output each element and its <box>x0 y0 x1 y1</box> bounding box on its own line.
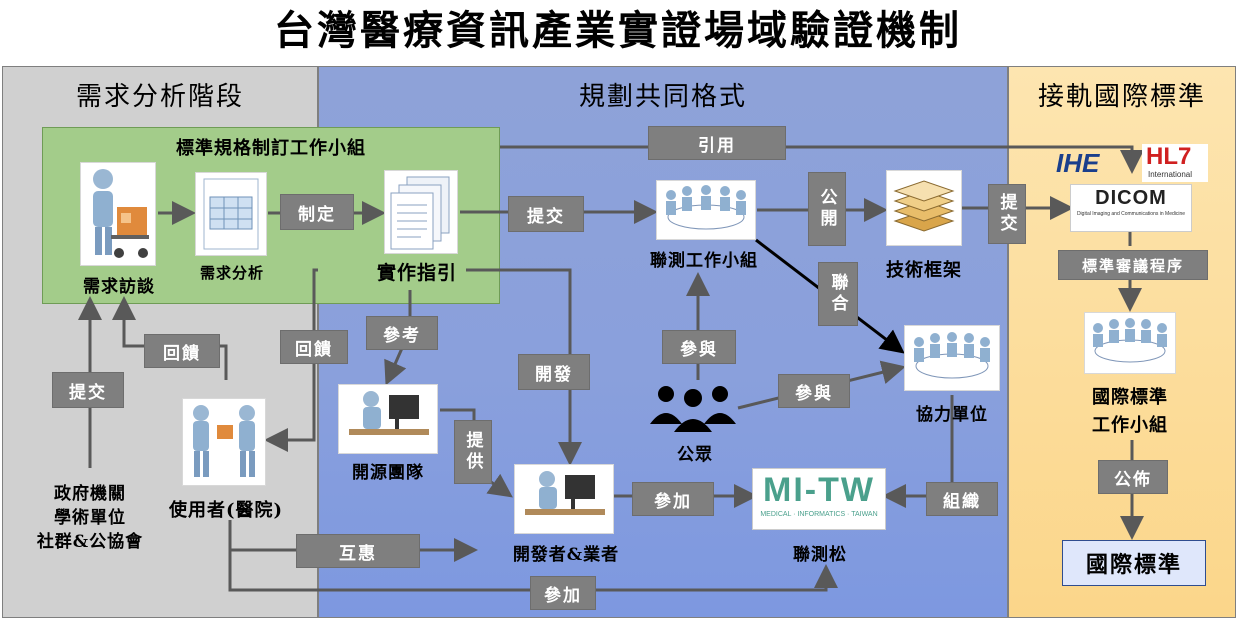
node-gov: 政府機關 學術單位 社群&公協會 <box>10 482 170 554</box>
dicom-logo-text: DICOM <box>1095 187 1167 209</box>
tag-cite: 引用 <box>648 126 786 160</box>
node-framework: 技術框架 <box>886 260 962 281</box>
arrow-guide-developer <box>466 268 582 466</box>
handshake-people-icon <box>182 398 266 486</box>
tag-reference: 參考 <box>366 316 438 350</box>
mitw-logo-subtext: MEDICAL · INFORMATICS · TAIWAN <box>760 511 878 518</box>
public-people-icon <box>648 380 738 436</box>
tag-feedback-2: 回饋 <box>280 330 348 364</box>
tag-join-2: 參加 <box>530 576 596 610</box>
dicom-logo: DICOM Digital Imaging and Communications… <box>1070 184 1192 232</box>
cooperate-meeting-icon <box>904 325 1000 391</box>
tag-organize: 組織 <box>926 482 998 516</box>
node-gov-line-3: 社群&公協會 <box>36 532 144 552</box>
node-analysis: 需求分析 <box>199 264 264 282</box>
tag-formulate: 制定 <box>280 194 354 230</box>
tag-develop: 開發 <box>518 354 590 390</box>
node-interview: 需求訪談 <box>83 277 155 297</box>
tag-review-process: 標準審議程序 <box>1058 250 1208 280</box>
tag-join-1: 參加 <box>632 482 714 516</box>
tag-announce: 公佈 <box>1098 460 1168 494</box>
tag-mutual: 互惠 <box>296 534 420 568</box>
node-gov-line-2: 學術單位 <box>54 508 126 528</box>
mitw-logo-text: MI-TW <box>763 471 875 509</box>
tag-provide: 提供 <box>454 420 492 484</box>
mitw-logo: MI-TW MEDICAL · INFORMATICS · TAIWAN <box>752 468 886 530</box>
shopping-cart-person-icon <box>80 162 156 266</box>
hl7-logo-text: HL7 <box>1146 143 1192 170</box>
computer-worker-icon <box>338 384 438 454</box>
node-cooperate: 協力單位 <box>916 405 988 425</box>
node-developer: 開發者&業者 <box>512 545 620 565</box>
documents-icon <box>384 170 458 254</box>
tag-submit-3: 提交 <box>52 372 124 408</box>
phase-title-middle: 規劃共同格式 <box>578 82 747 112</box>
ihe-logo: IHE <box>1056 148 1100 178</box>
tag-joint: 聯合 <box>818 262 858 326</box>
meeting-table-icon <box>656 180 756 240</box>
node-intl-group-line-2: 工作小組 <box>1092 415 1168 436</box>
tag-publish: 公開 <box>808 172 846 246</box>
arrow-user-connectathon <box>228 550 838 592</box>
phase-title-right: 接軌國際標準 <box>1037 82 1206 112</box>
tag-participate-1: 參與 <box>662 330 736 364</box>
intl-meeting-icon <box>1084 312 1176 374</box>
page-title: 台灣醫療資訊產業實證場域驗證機制 <box>274 7 962 54</box>
spreadsheet-icon <box>195 172 267 256</box>
hl7-logo: HL7 International <box>1142 144 1208 182</box>
developer-icon <box>514 464 614 534</box>
node-connectathon: 聯測松 <box>793 545 847 565</box>
arrow-cite <box>500 145 1144 174</box>
tag-participate-2: 參與 <box>778 374 850 408</box>
tag-feedback-1: 回饋 <box>144 334 220 368</box>
group-title: 標準規格制訂工作小組 <box>176 138 366 159</box>
node-gov-line-1: 政府機關 <box>54 484 126 504</box>
node-user: 使用者(醫院) <box>168 500 284 521</box>
node-test-group: 聯測工作小組 <box>650 251 758 271</box>
tag-submit-1: 提交 <box>508 196 584 232</box>
node-oss-team: 開源團隊 <box>352 463 424 483</box>
dicom-logo-subtext: Digital Imaging and Communications in Me… <box>1076 211 1186 217</box>
node-guide: 實作指引 <box>376 262 457 284</box>
node-intl-group: 國際標準 工作小組 <box>1060 384 1200 440</box>
node-intl-group-line-1: 國際標準 <box>1092 387 1168 408</box>
tag-submit-2: 提交 <box>988 184 1026 244</box>
hl7-logo-subtext: International <box>1148 170 1193 179</box>
intl-standard-box: 國際標準 <box>1062 540 1206 586</box>
node-public: 公眾 <box>677 445 713 465</box>
layered-stack-icon <box>886 170 962 246</box>
phase-title-left: 需求分析階段 <box>75 82 244 112</box>
